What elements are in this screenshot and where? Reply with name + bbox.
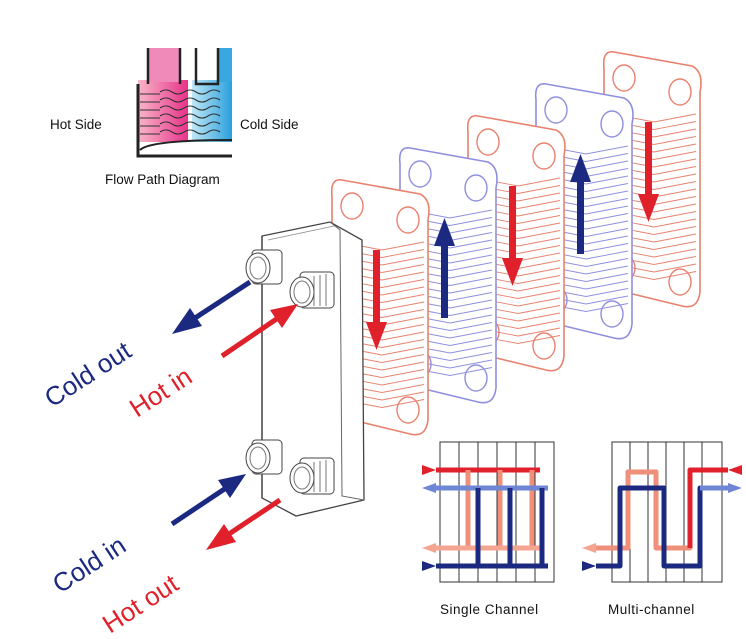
- cold-out-port: [245, 249, 283, 285]
- hot-in-port: [289, 271, 335, 309]
- cold-port: [218, 48, 232, 82]
- plate-port-hole: [476, 128, 500, 156]
- hot-side-ribs: [140, 93, 160, 135]
- plate-port-hole: [600, 110, 624, 138]
- cold-in-label: Cold in: [47, 530, 131, 599]
- plate-port-hole: [464, 174, 488, 202]
- hot-in-arrow: [220, 304, 298, 359]
- flow-path-caption: Flow Path Diagram: [105, 172, 220, 187]
- hot-out-label: Hot out: [97, 568, 184, 639]
- plate-port-hole: [612, 64, 636, 92]
- hot-port: [148, 48, 180, 82]
- plate-port-hole: [532, 142, 556, 170]
- multi-channel-diagram: Multi-channel: [582, 441, 742, 617]
- plate-stack: [330, 51, 702, 436]
- plate-flow-down-arrow: [366, 250, 387, 350]
- plate-port-hole: [396, 206, 420, 234]
- plate-port-hole: [668, 78, 692, 106]
- hot-side-region: [138, 80, 188, 142]
- hot-out-arrow: [206, 497, 282, 550]
- plate-port-hole: [408, 160, 432, 188]
- plate-flow-down-arrow: [502, 186, 523, 286]
- plate-flow-up-arrow: [434, 218, 455, 318]
- plate-flow-up-arrow: [570, 154, 591, 254]
- multi-channel-label: Multi-channel: [608, 602, 695, 617]
- hot-side-label: Hot Side: [50, 117, 102, 132]
- cold-in-arrow: [170, 474, 246, 527]
- cold-in-port: [245, 439, 283, 475]
- plate-port-hole: [340, 192, 364, 220]
- plate-flow-down-arrow: [638, 122, 659, 222]
- exchanger-frame: [245, 221, 365, 517]
- single-channel-diagram: Single Channel: [422, 441, 555, 617]
- plate-port-hole: [544, 96, 568, 124]
- hot-in-label: Hot in: [124, 361, 197, 423]
- single-channel-label: Single Channel: [440, 602, 539, 617]
- cold-side-label: Cold Side: [240, 117, 299, 132]
- flow-path-inset: Hot Side Cold Side Flow Path Diagram: [50, 48, 299, 187]
- cold-out-arrow: [172, 279, 252, 334]
- plate-corrugations: [159, 89, 221, 135]
- flow-arrows: [170, 279, 298, 550]
- cold-out-label: Cold out: [39, 335, 137, 413]
- hot-out-port: [289, 457, 335, 495]
